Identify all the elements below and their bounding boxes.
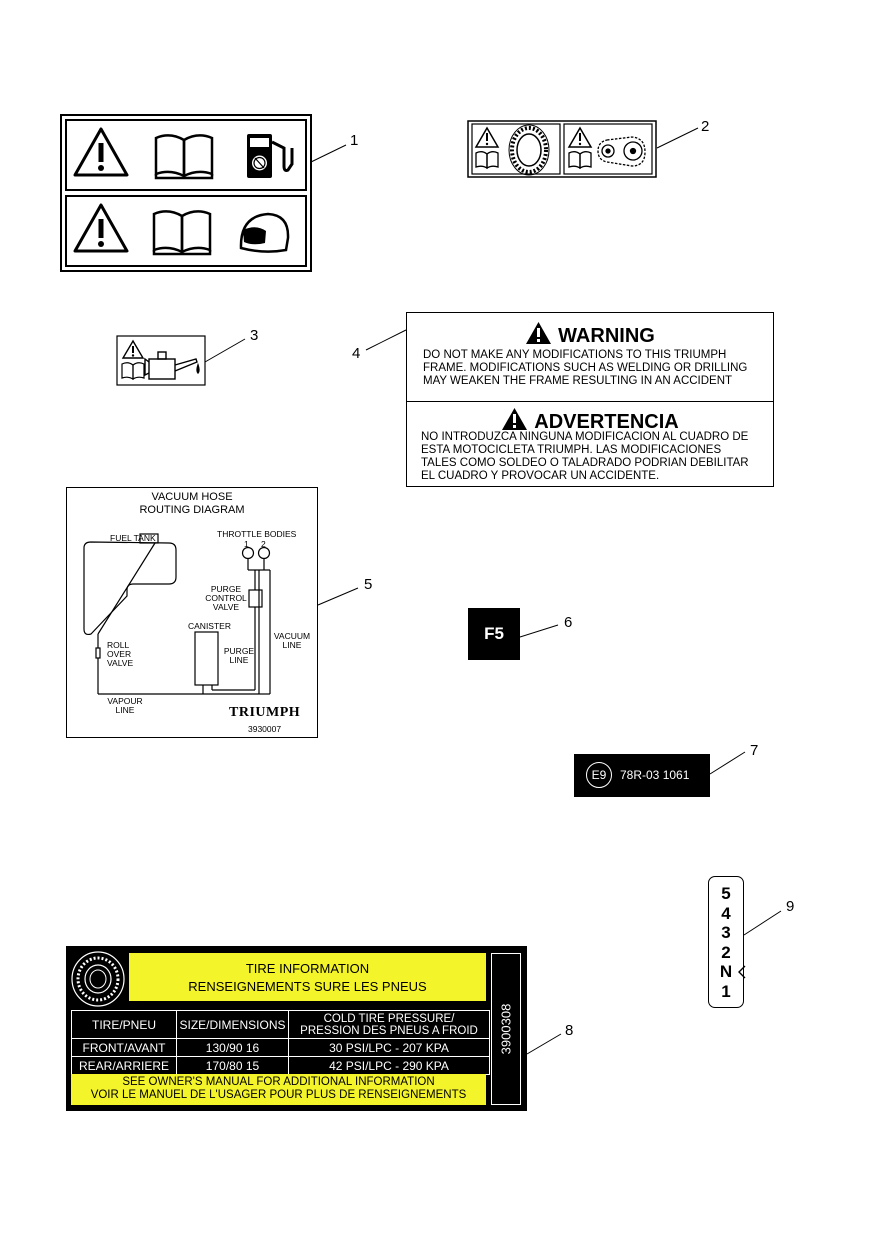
tire-information-label: TIRE INFORMATION RENSEIGNEMENTS SURE LES… — [66, 946, 527, 1111]
warning-triangle-icon — [567, 126, 593, 148]
advertencia-line: TALES COMO SOLDEO O TALADRADO PODRIAN DE… — [421, 457, 749, 469]
diagram-part-number: 3930007 — [248, 724, 282, 734]
gear-indicator-label: 5 4 3 2 N 1 — [708, 876, 746, 1008]
warning-line: FRAME. MODIFICATIONS SUCH AS WELDING OR … — [423, 362, 748, 374]
e9-code: 78R-03 1061 — [620, 768, 690, 782]
fuel-pump-unleaded-icon — [247, 134, 294, 178]
row-rear-pressure: 42 PSI/LPC - 290 KPA — [288, 1056, 490, 1075]
gear-3: 3 — [721, 923, 731, 942]
warning-triangle-icon — [121, 339, 145, 359]
row-rear-size: 170/80 15 — [176, 1056, 289, 1075]
row-front-pressure: 30 PSI/LPC - 207 KPA — [288, 1038, 490, 1057]
tire-footer-en: SEE OWNER'S MANUAL FOR ADDITIONAL INFORM… — [122, 1076, 435, 1088]
purge-control-valve-label: PURGE CONTROL VALVE — [205, 584, 247, 612]
warning-english: WARNING DO NOT MAKE ANY MODIFICATIONS TO… — [407, 313, 773, 402]
vacuum-line-label: VACUUM LINE — [273, 631, 311, 650]
tire-title: TIRE INFORMATION — [245, 961, 370, 976]
advertencia-line: NO INTRODUZCA NINGUNA MODIFICACION AL CU… — [421, 431, 749, 443]
warning-label: WARNING DO NOT MAKE ANY MODIFICATIONS TO… — [406, 312, 774, 487]
chain-icon — [597, 136, 646, 167]
throttle-body-1-label: 1 — [244, 539, 249, 549]
e9-homologation-label: E9 78R-03 1061 — [574, 754, 710, 797]
table-header-row: TIRE/PNEU SIZE/DIMENSIONS COLD TIRE PRES… — [71, 1010, 490, 1039]
table-row: REAR/ARRIERE 170/80 15 42 PSI/LPC - 290 … — [71, 1056, 490, 1075]
manual-book-icon — [154, 134, 214, 180]
callout-2: 2 — [701, 118, 710, 135]
roll-over-valve-label: ROLL OVER VALVE — [107, 640, 134, 668]
e9-mark: E9 — [586, 762, 612, 788]
gear-4: 4 — [721, 904, 731, 923]
row-front-tire: FRONT/AVANT — [71, 1038, 177, 1057]
header-pressure: COLD TIRE PRESSURE/ PRESSION DES PNEUS A… — [288, 1010, 490, 1039]
diagram-title: VACUUM HOSE — [151, 491, 233, 503]
gear-neutral: N — [719, 962, 733, 981]
vapour-line-label: VAPOUR LINE — [107, 696, 143, 715]
header-tire: TIRE/PNEU — [71, 1010, 177, 1039]
tire-title-fr: RENSEIGNEMENTS SURE LES PNEUS — [188, 979, 427, 994]
warning-triangle-icon — [474, 126, 500, 148]
warning-triangle-icon — [73, 203, 129, 253]
gear-2: 2 — [721, 943, 731, 962]
callout-6: 6 — [564, 614, 573, 631]
purge-line-label: PURGE LINE — [223, 646, 255, 665]
label-2-pictograms — [467, 120, 657, 178]
vacuum-hose-diagram: VACUUM HOSE ROUTING DIAGRAM FUEL TANK TH… — [66, 487, 318, 738]
warning-line: MAY WEAKEN THE FRAME RESULTING IN AN ACC… — [423, 375, 733, 387]
callout-8: 8 — [565, 1022, 574, 1039]
gear-5: 5 — [721, 884, 731, 903]
advertencia-line: ESTA MOTOCICLETA TRIUMPH. LAS MODIFICACI… — [421, 444, 722, 456]
tire-part-number-panel: 3900308 — [491, 953, 521, 1105]
callout-4: 4 — [352, 345, 361, 362]
gear-1: 1 — [721, 982, 731, 1001]
tire-pressure-table: TIRE/PNEU SIZE/DIMENSIONS COLD TIRE PRES… — [71, 1010, 490, 1075]
label-1-pictograms — [60, 114, 312, 272]
row-front-size: 130/90 16 — [176, 1038, 289, 1057]
warning-line: DO NOT MAKE ANY MODIFICATIONS TO THIS TR… — [423, 349, 727, 361]
header-size: SIZE/DIMENSIONS — [176, 1010, 289, 1039]
warning-triangle-icon — [502, 408, 528, 430]
warning-title: WARNING — [558, 325, 655, 347]
oil-can-icon — [144, 351, 200, 380]
vacuum-hose-lines — [83, 533, 271, 695]
label-3-pictograms — [116, 335, 206, 386]
tire-footer-fr: VOIR LE MANUEL DE L'USAGER POUR PLUS DE … — [90, 1089, 467, 1101]
callout-3: 3 — [250, 327, 259, 344]
f5-label: F5 — [468, 608, 520, 660]
throttle-body-2-label: 2 — [261, 539, 266, 549]
manual-book-icon — [568, 151, 592, 170]
warning-triangle-icon — [73, 127, 129, 177]
tire-icon — [508, 124, 550, 176]
tire-part-number: 3900308 — [498, 1003, 514, 1055]
canister-label: CANISTER — [188, 621, 231, 631]
row-rear-tire: REAR/ARRIERE — [71, 1056, 177, 1075]
callout-7: 7 — [750, 742, 759, 759]
fuel-tank-label: FUEL TANK — [110, 533, 156, 543]
tire-footer-panel: SEE OWNER'S MANUAL FOR ADDITIONAL INFORM… — [71, 1074, 486, 1105]
table-row: FRONT/AVANT 130/90 16 30 PSI/LPC - 207 K… — [71, 1038, 490, 1057]
manual-book-icon — [121, 362, 145, 381]
diagram-title: ROUTING DIAGRAM — [139, 504, 245, 516]
warning-triangle-icon — [526, 322, 552, 344]
callout-5: 5 — [364, 576, 373, 593]
advertencia-title: ADVERTENCIA — [534, 411, 679, 433]
manual-book-icon — [152, 210, 212, 256]
throttle-bodies-label: THROTTLE BODIES — [217, 529, 297, 539]
tire-icon — [71, 951, 125, 1007]
advertencia-line: EL CUADRO Y PROVOCAR UN ACCIDENTE. — [421, 470, 660, 482]
triumph-logo: TRIUMPH — [229, 705, 301, 720]
warning-spanish: ADVERTENCIA NO INTRODUZCA NINGUNA MODIFI… — [407, 401, 773, 487]
tire-title-panel: TIRE INFORMATION RENSEIGNEMENTS SURE LES… — [129, 953, 486, 1001]
neutral-pointer-icon — [738, 965, 746, 979]
helmet-icon — [239, 212, 290, 253]
manual-book-icon — [475, 151, 499, 170]
callout-9: 9 — [786, 898, 795, 915]
callout-1: 1 — [350, 132, 359, 149]
